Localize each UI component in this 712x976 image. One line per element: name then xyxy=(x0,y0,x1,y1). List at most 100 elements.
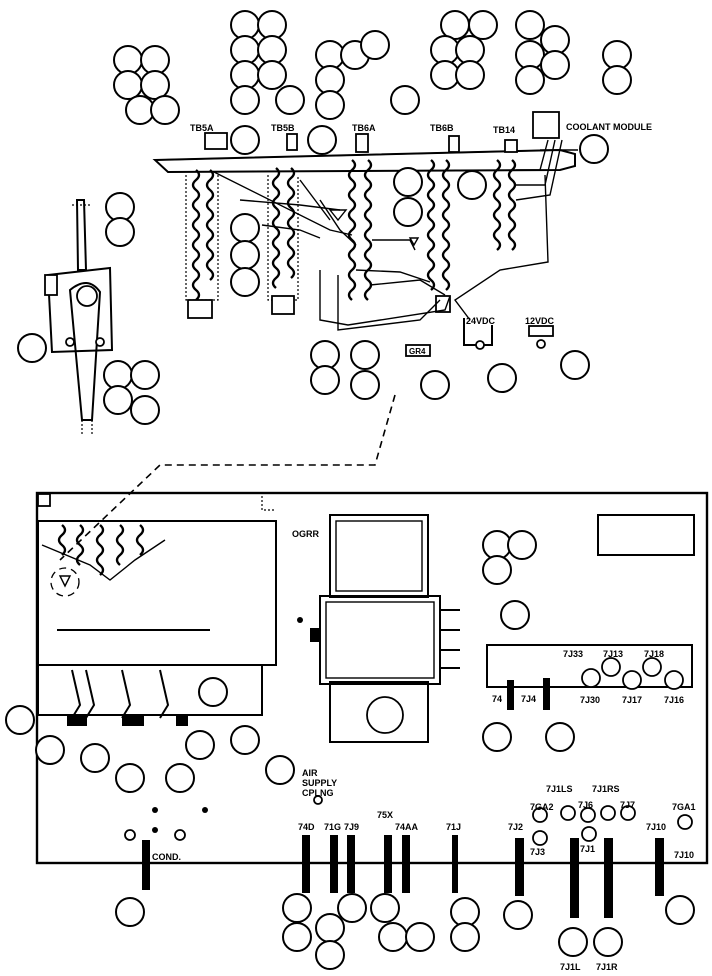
callout-balloon xyxy=(315,40,345,70)
callout-balloon xyxy=(507,530,537,560)
label-7j3: 7J3 xyxy=(530,847,545,857)
label-74: 74 xyxy=(492,694,502,704)
callout-balloon xyxy=(487,363,517,393)
label-tb6a: TB6A xyxy=(352,123,376,133)
callout-balloon xyxy=(503,900,533,930)
callout-balloon xyxy=(579,134,609,164)
callout-balloon xyxy=(450,922,480,952)
callout-balloon xyxy=(5,705,35,735)
callout-balloon xyxy=(440,10,470,40)
callout-balloon xyxy=(130,395,160,425)
terminal-strip-tb14 xyxy=(492,159,517,251)
label-cond: COND. xyxy=(152,852,181,862)
label-7j2: 7J2 xyxy=(508,822,523,832)
label-7j33: 7J33 xyxy=(563,649,583,659)
terminal-strip-tb5a xyxy=(185,169,219,319)
label-7j1ls: 7J1LS xyxy=(546,784,573,794)
label-7j10-a: 7J10 xyxy=(646,822,666,832)
callout-balloon xyxy=(140,70,170,100)
label-7ga1: 7GA1 xyxy=(672,802,696,812)
callout-balloon xyxy=(430,60,460,90)
callout-balloon xyxy=(150,95,180,125)
callout-balloon xyxy=(105,192,135,222)
callout-balloon xyxy=(198,677,228,707)
callout-balloon xyxy=(230,60,260,90)
callout-balloon xyxy=(230,240,260,270)
callout-balloon xyxy=(115,897,145,927)
callout-balloon xyxy=(350,370,380,400)
callout-balloon xyxy=(315,940,345,970)
label-air: AIR xyxy=(302,768,318,778)
callout-balloon xyxy=(393,197,423,227)
callout-balloon xyxy=(390,85,420,115)
label-tb14: TB14 xyxy=(493,125,515,135)
callout-balloon xyxy=(307,125,337,155)
callout-balloon xyxy=(360,30,390,60)
label-7j9: 7J9 xyxy=(344,822,359,832)
terminal-strip-tb6a xyxy=(347,159,373,301)
callout-balloon xyxy=(113,45,143,75)
callout-balloon xyxy=(405,922,435,952)
label-cplng: CPLNG xyxy=(302,788,334,798)
callout-balloon xyxy=(665,895,695,925)
callout-balloon xyxy=(515,65,545,95)
label-tb5a: TB5A xyxy=(190,123,214,133)
label-7j6: 7J6 xyxy=(578,800,593,810)
cable-bundles xyxy=(142,678,664,918)
label-71j: 71J xyxy=(446,822,461,832)
callout-balloon xyxy=(282,893,312,923)
label-7j16: 7J16 xyxy=(664,695,684,705)
callout-balloon xyxy=(230,35,260,65)
callout-balloon xyxy=(315,90,345,120)
callout-balloon xyxy=(350,340,380,370)
callout-balloon xyxy=(257,35,287,65)
main-panel: OGRR AIR SUPPLY CPLNG COND. 74D 71G 7J9 … xyxy=(35,491,709,972)
callout-balloon xyxy=(370,893,400,923)
callout-balloon xyxy=(130,360,160,390)
callout-balloon xyxy=(540,25,570,55)
callout-balloon xyxy=(230,85,260,115)
callout-balloon xyxy=(560,350,590,380)
coolant-module-box xyxy=(532,111,560,139)
callout-balloon xyxy=(35,735,65,765)
label-7j1l: 7J1L xyxy=(560,962,581,972)
callout-balloon xyxy=(230,10,260,40)
label-74d: 74D xyxy=(298,822,315,832)
callout-balloon xyxy=(230,125,260,155)
label-7j18: 7J18 xyxy=(644,649,664,659)
callout-balloon xyxy=(103,360,133,390)
label-7j10-b: 7J10 xyxy=(674,850,694,860)
callout-balloon xyxy=(17,333,47,363)
callout-balloon xyxy=(420,370,450,400)
callout-balloon xyxy=(515,10,545,40)
label-7j7: 7J7 xyxy=(620,800,635,810)
label-coolant-module: COOLANT MODULE xyxy=(566,122,652,132)
label-12vdc: 12VDC xyxy=(525,316,555,326)
label-ogrr: OGRR xyxy=(292,529,320,539)
label-7j30: 7J30 xyxy=(580,695,600,705)
label-7j13: 7J13 xyxy=(603,649,623,659)
label-7j1r: 7J1R xyxy=(596,962,618,972)
callout-balloon xyxy=(593,927,623,957)
terminal-board-assembly: TB5A TB5B TB6A TB6B TB14 COOLANT MODULE … xyxy=(152,111,652,357)
callout-balloon xyxy=(455,60,485,90)
callout-balloon xyxy=(103,385,133,415)
callout-balloon xyxy=(230,267,260,297)
callout-balloon xyxy=(602,65,632,95)
callout-balloon xyxy=(468,10,498,40)
callout-balloon xyxy=(125,95,155,125)
label-24vdc: 24VDC xyxy=(466,316,496,326)
callout-balloon xyxy=(430,35,460,65)
callout-balloons xyxy=(5,10,695,970)
callout-balloon xyxy=(165,763,195,793)
terminal-strip-tb5b xyxy=(267,167,299,315)
label-7j4: 7J4 xyxy=(521,694,536,704)
callout-balloon xyxy=(500,600,530,630)
label-tb5b: TB5B xyxy=(271,123,295,133)
callout-balloon xyxy=(140,45,170,75)
callout-balloon xyxy=(310,365,340,395)
callout-balloon xyxy=(257,10,287,40)
callout-balloon xyxy=(310,340,340,370)
